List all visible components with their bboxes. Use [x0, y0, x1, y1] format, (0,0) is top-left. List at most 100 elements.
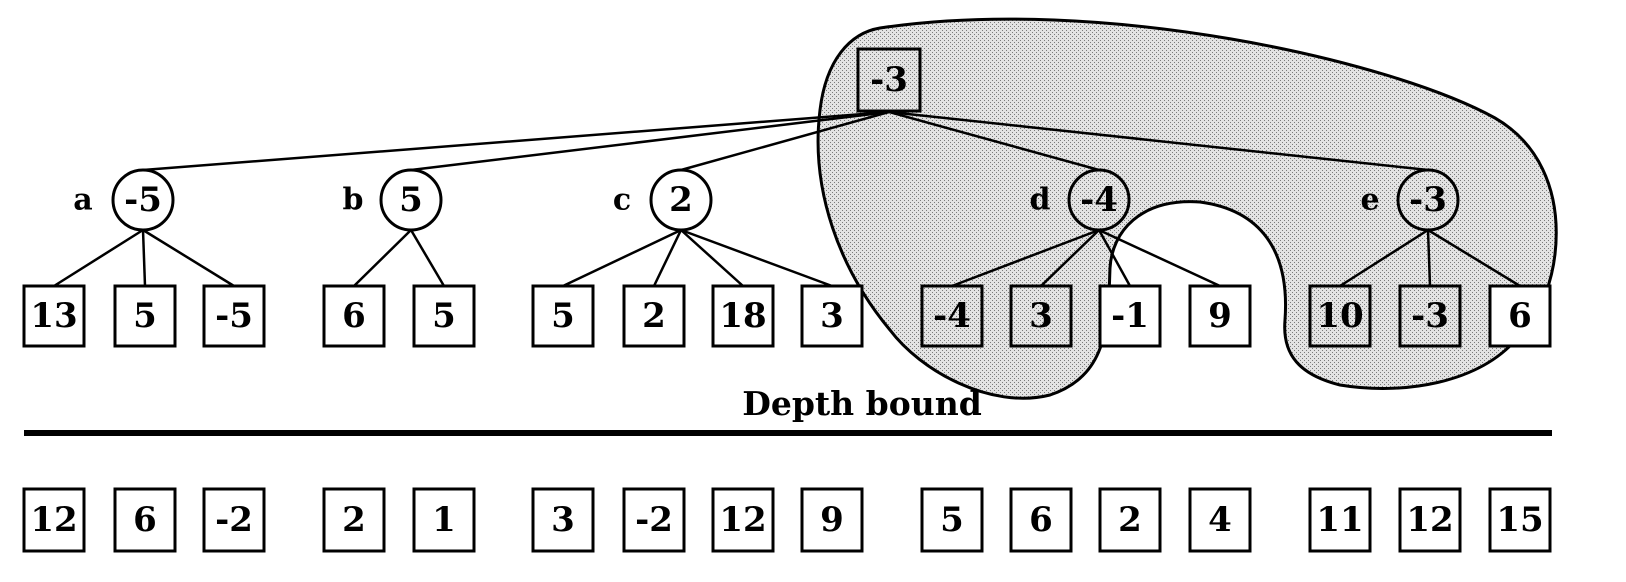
leaf-box — [1398, 284, 1462, 348]
leaf-value: 2 — [642, 296, 666, 336]
leaf-box — [1098, 284, 1162, 348]
shaded-region — [816, 17, 1558, 400]
root-node-box — [856, 47, 922, 113]
leaf-box — [322, 284, 386, 348]
edge-to-leaf — [562, 228, 682, 288]
below-bound-value: 11 — [1316, 500, 1363, 540]
below-bound-box — [711, 487, 775, 553]
node-e-label: e — [1360, 183, 1379, 218]
below-bound-box — [1188, 487, 1252, 553]
leaf-box — [1009, 284, 1073, 348]
edge-to-leaf — [680, 228, 833, 288]
leaf-value: 5 — [551, 296, 575, 336]
edge-root-to-d — [888, 110, 1100, 172]
below-bound-box — [322, 487, 386, 553]
leaf-value: -5 — [215, 296, 253, 336]
edge-root-to-c — [680, 110, 890, 172]
leaf-value: 9 — [1208, 296, 1232, 336]
depth-bound-label: Depth bound — [742, 384, 982, 423]
below-bound-box — [113, 487, 177, 553]
edge-to-leaf — [1427, 228, 1521, 288]
tree-edges — [53, 110, 1521, 288]
node-c-label: c — [613, 183, 631, 218]
node-c-circle — [649, 168, 713, 232]
node-d-value: -4 — [1080, 180, 1118, 220]
leaf-value: -4 — [933, 296, 971, 336]
edge-to-leaf — [53, 228, 144, 288]
edge-to-leaf — [1040, 229, 1100, 287]
below-bound-value: 12 — [30, 500, 77, 540]
below-bound-value: -2 — [635, 500, 673, 540]
edge-to-leaf — [652, 229, 683, 287]
below-bound-box — [531, 487, 595, 553]
leaf-box — [202, 284, 266, 348]
below-bound-value: 12 — [719, 500, 766, 540]
node-e-value: -3 — [1409, 180, 1447, 220]
leaf-box — [920, 284, 984, 348]
below-bound-box — [1009, 487, 1073, 553]
leaf-box — [531, 284, 595, 348]
below-bound-value: 3 — [551, 500, 575, 540]
leaf-box — [22, 284, 86, 348]
node-e-circle — [1396, 168, 1460, 232]
edge-to-leaf — [1097, 229, 1132, 287]
below-bound-box — [1488, 487, 1552, 553]
below-bound-value: 5 — [940, 500, 964, 540]
node-c-value: 2 — [669, 180, 693, 220]
edge-root-to-a — [142, 110, 890, 172]
below-bound-box — [622, 487, 686, 553]
leaf-box — [113, 284, 177, 348]
edge-to-leaf — [951, 228, 1100, 288]
edge-to-leaf — [353, 229, 412, 287]
below-bound-box — [1098, 487, 1162, 553]
leaf-value: 3 — [820, 296, 844, 336]
leaf-box — [1488, 284, 1552, 348]
root-node-value: -3 — [870, 60, 908, 100]
leaf-value: 13 — [30, 296, 77, 336]
node-d-label: d — [1030, 183, 1051, 218]
node-a-circle — [111, 168, 175, 232]
edge-to-leaf — [1098, 228, 1221, 288]
leaf-value: 6 — [1508, 296, 1532, 336]
edge-to-leaf — [142, 228, 235, 288]
node-b-label: b — [343, 183, 364, 218]
leaf-value: 10 — [1316, 296, 1363, 336]
leaf-value: -3 — [1411, 296, 1449, 336]
below-bound-value: 9 — [820, 500, 844, 540]
leaf-box — [1308, 284, 1372, 348]
below-bound-box — [1308, 487, 1372, 553]
below-bound-value: 12 — [1406, 500, 1453, 540]
leaf-box — [711, 284, 775, 348]
leaf-value: -1 — [1111, 296, 1149, 336]
leaf-box — [412, 284, 476, 348]
below-bound-value: 2 — [1118, 500, 1142, 540]
below-bound-box — [920, 487, 984, 553]
node-d-circle — [1067, 168, 1131, 232]
node-b-value: 5 — [399, 180, 423, 220]
leaf-value: 18 — [719, 296, 766, 336]
edge-to-leaf — [141, 229, 147, 287]
edge-to-leaf — [680, 229, 744, 287]
below-bound-value: 6 — [133, 500, 157, 540]
below-bound-box — [1398, 487, 1462, 553]
below-bound-value: 2 — [342, 500, 366, 540]
below-bound-box — [202, 487, 266, 553]
leaf-box — [800, 284, 864, 348]
leaf-value: 3 — [1029, 296, 1053, 336]
below-bound-box — [800, 487, 864, 553]
edge-root-to-e — [888, 110, 1429, 172]
leaf-value: 5 — [133, 296, 157, 336]
below-bound-value: 6 — [1029, 500, 1053, 540]
below-bound-box — [22, 487, 86, 553]
below-bound-value: -2 — [215, 500, 253, 540]
node-a-label: a — [73, 183, 92, 218]
edge-to-leaf — [409, 229, 446, 287]
leaf-box — [1188, 284, 1252, 348]
edge-root-to-b — [410, 110, 890, 172]
edge-to-leaf — [1426, 229, 1432, 287]
leaf-box — [622, 284, 686, 348]
below-bound-value: 4 — [1208, 500, 1232, 540]
